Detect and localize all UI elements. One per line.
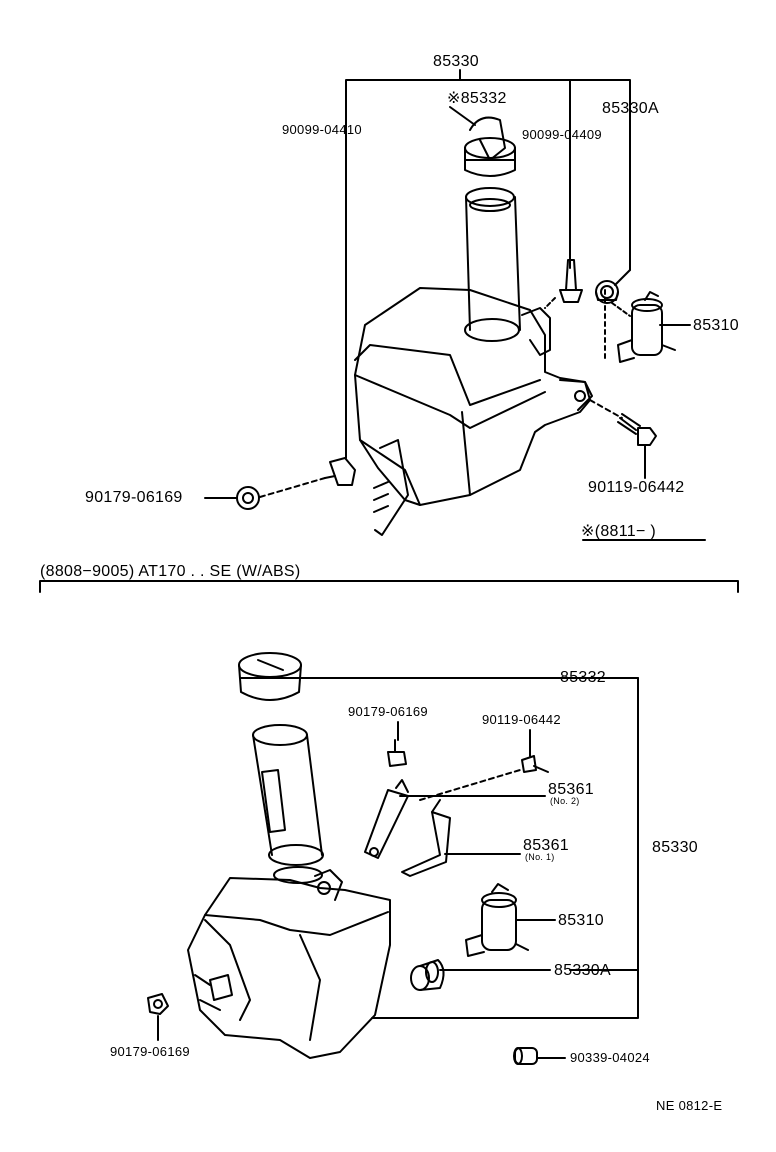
label-applicability: ※(8811− ): [581, 523, 656, 540]
lower-pump: [465, 883, 529, 957]
upper-leaders: [204, 106, 706, 541]
label-lower-bracket-2-note: (No. 2): [550, 796, 580, 806]
lower-hose: [513, 1047, 538, 1065]
lower-bracket-no1: [401, 799, 451, 877]
label-upper-bolt: 90119-06442: [588, 479, 685, 496]
lower-washer-tank: [187, 724, 391, 1059]
label-upper-assy: 85330: [433, 53, 479, 70]
label-lower-bolt: 90119-06442: [482, 712, 561, 727]
upper-pump: [617, 291, 676, 363]
upper-assy-bracket: [345, 69, 631, 459]
label-lower-nut-a: 90179-06169: [348, 704, 428, 719]
label-upper-pump: 85310: [693, 317, 739, 334]
upper-hose-fitting: [559, 259, 583, 303]
upper-nut: [236, 457, 356, 510]
label-lower-assy: 85330: [652, 839, 698, 856]
lower-bolt: [521, 741, 549, 773]
upper-washer-tank: [354, 116, 593, 536]
upper-grommet: [595, 280, 619, 304]
lower-cap: [238, 652, 302, 701]
label-lower-bracket-1-note: (No. 1): [525, 852, 555, 862]
upper-bolt: [617, 413, 657, 446]
label-upper-grommet: 85330A: [602, 100, 659, 117]
lower-nut-b: [147, 993, 169, 1015]
label-upper-nut: 90179-06169: [85, 489, 183, 506]
label-lower-hose: 90339-04024: [570, 1050, 650, 1065]
label-lower-bracket-1: 85361: [523, 837, 569, 854]
section-header: (8808−9005) AT170 . . SE (W/ABS): [40, 563, 301, 580]
section-divider: [39, 580, 739, 593]
label-upper-cap: ※85332: [447, 90, 507, 107]
label-upper-nozzle: 90099-04410: [282, 122, 362, 137]
label-lower-pump: 85310: [558, 912, 604, 929]
label-upper-hose: 90099-04409: [522, 127, 602, 142]
lower-grommet: [410, 959, 445, 991]
lower-nut-a: [387, 739, 407, 767]
diagram-code: NE 0812-E: [656, 1098, 723, 1113]
label-lower-nut-b: 90179-06169: [110, 1044, 190, 1059]
lower-leaders: [157, 677, 566, 1059]
lower-bracket-no2: [364, 779, 409, 859]
label-lower-bracket-2: 85361: [548, 781, 594, 798]
label-lower-grommet: 85330A: [554, 962, 611, 979]
label-lower-cap: 85332: [560, 669, 606, 686]
